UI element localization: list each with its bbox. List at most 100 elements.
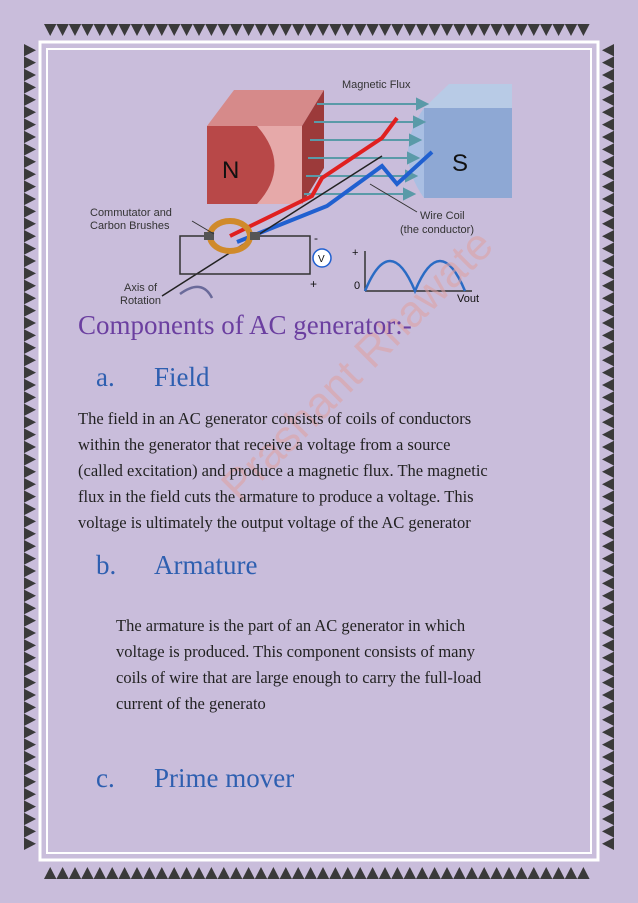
border-triangle [24,267,36,280]
wire-coil-label-line2: (the conductor) [400,224,474,236]
border-triangle [24,192,36,206]
section-letter: a. [96,362,115,392]
border-triangle [24,676,36,689]
border-triangle [24,688,36,702]
border-triangle [602,602,614,615]
border-triangle [602,155,614,168]
border-triangle [552,867,565,879]
voltmeter [312,248,332,268]
border-triangle [602,825,614,838]
border-triangle [254,867,268,879]
section-letter: b. [96,550,117,580]
paragraph-line: (called excitation) and produce a magnet… [78,461,488,480]
border-triangle [602,515,614,528]
border-triangle [490,867,503,879]
coil-wire-blue [236,150,434,244]
border-triangle [81,867,94,879]
output-circuit [179,235,311,275]
border-triangle [24,602,36,615]
border-triangle [24,540,36,553]
border-triangle [24,713,36,726]
border-triangle [24,254,36,268]
border-triangle [168,24,181,36]
border-triangle [316,867,330,879]
border-triangle [24,589,36,602]
border-triangle [24,378,36,392]
border-triangle [602,168,614,181]
border-triangle [93,867,106,879]
border-triangle [428,867,441,879]
border-triangle [602,68,614,82]
border-triangle [24,577,36,590]
border-triangle [24,354,36,367]
border-triangles-left [24,44,36,850]
border-triangle [602,800,614,813]
paragraph-line: The field in an AC generator consists of… [78,409,472,428]
border-triangle [24,564,36,578]
border-triangle [24,552,36,565]
border-triangle [24,837,36,850]
border-triangle [24,812,36,826]
border-triangle [602,192,614,206]
border-triangle [24,403,36,416]
border-triangle [24,639,36,652]
border-triangle [602,713,614,726]
border-triangle [24,453,36,466]
border-triangle [279,867,292,879]
paragraph-line: flux in the field cuts the armature to p… [78,487,474,506]
carbon-brush-left [204,232,214,240]
border-triangle [24,626,36,640]
border-triangle [180,867,193,879]
border-triangle [217,24,230,36]
border-triangle [267,24,280,36]
border-triangle [130,24,144,36]
border-triangle [68,867,82,879]
border-triangle [230,24,243,36]
border-triangle [465,24,478,36]
border-triangles-bottom [44,867,590,879]
outer-border-line [38,40,600,862]
border-triangle [540,24,553,36]
border-triangle [602,366,614,379]
border-triangle [180,24,193,36]
border-triangle [230,867,243,879]
border-triangle [602,391,614,404]
border-triangle [24,701,36,714]
north-pole-label: N [222,157,239,184]
border-triangle [502,867,516,879]
border-triangle [24,329,36,342]
border-triangle [602,502,614,516]
border-triangle [24,788,36,801]
paragraph-line: voltage is produced. This component cons… [116,642,475,661]
border-triangle [155,24,168,36]
border-triangle [564,867,578,879]
border-triangle [24,106,36,119]
border-triangle [453,867,466,879]
page-title: Components of AC generator:- [78,310,412,340]
border-triangle [540,867,553,879]
border-triangle [403,867,416,879]
commutator-label-line2: Carbon Brushes [90,220,170,232]
border-triangle [428,24,441,36]
section-body-armature: The armature is the part of an AC genera… [116,613,481,717]
border-triangle [68,24,82,36]
border-triangle [602,577,614,590]
border-triangle [130,867,144,879]
border-triangle [24,750,36,764]
section-heading-prime-mover: c. Prime mover [96,763,294,794]
section-title: Field [154,362,210,392]
border-triangle [602,589,614,602]
border-triangle [341,24,354,36]
border-triangle [602,130,614,144]
border-triangle [155,867,168,879]
border-triangle [602,465,614,478]
border-triangle [602,738,614,751]
border-triangle [602,341,614,354]
border-triangle [354,24,367,36]
border-triangle [577,867,590,879]
north-magnet [207,90,324,204]
border-triangle [24,143,36,156]
border-triangle [602,552,614,565]
border-triangle [602,93,614,106]
